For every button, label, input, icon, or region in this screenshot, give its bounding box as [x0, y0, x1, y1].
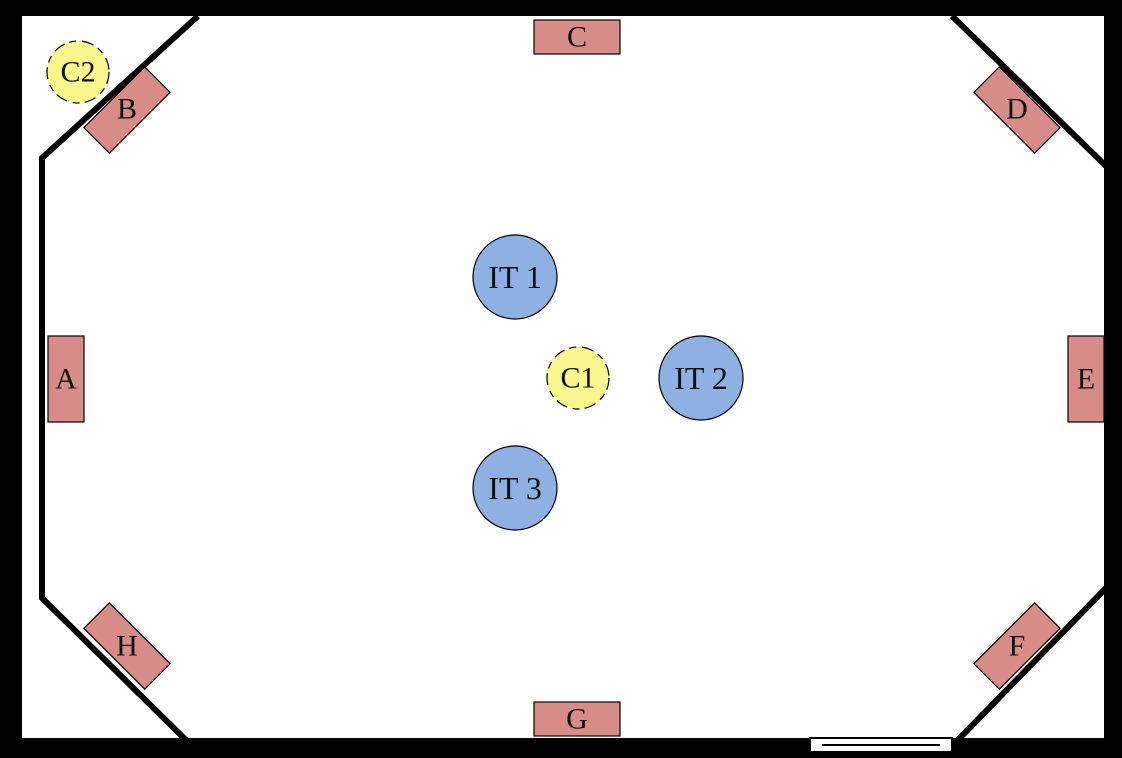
station-c-label: C: [567, 21, 587, 54]
door[interactable]: [809, 737, 953, 758]
station-d[interactable]: D: [973, 66, 1061, 154]
wall-bottom-right: [952, 738, 1122, 758]
wall-bottom-left: [0, 738, 810, 758]
station-e-label: E: [1077, 363, 1095, 396]
station-h[interactable]: H: [83, 602, 171, 690]
inner-wall-octagon-right-bottom: [951, 585, 1109, 747]
camera-c1-label: C1: [560, 362, 595, 395]
camera-c2-label: C2: [60, 56, 95, 89]
wall-left: [0, 0, 22, 758]
station-d-label: D: [1006, 93, 1028, 126]
table-it1-label: IT 1: [488, 259, 542, 295]
table-it2[interactable]: IT 2: [658, 335, 744, 421]
station-a[interactable]: A: [47, 335, 85, 423]
station-a-label: A: [55, 363, 77, 396]
station-g[interactable]: G: [533, 701, 621, 737]
station-c[interactable]: C: [533, 19, 621, 55]
table-it2-label: IT 2: [674, 360, 728, 396]
station-f-label: F: [1009, 630, 1026, 663]
table-it3-label: IT 3: [488, 470, 542, 506]
camera-c1[interactable]: C1: [546, 346, 610, 410]
wall-top: [0, 0, 1122, 16]
wall-right: [1104, 0, 1122, 758]
station-h-label: H: [116, 630, 138, 663]
table-it3[interactable]: IT 3: [472, 445, 558, 531]
station-f[interactable]: F: [973, 602, 1061, 690]
inner-wall-octagon-right-top: [949, 13, 1109, 169]
station-b-label: B: [117, 93, 137, 126]
station-g-label: G: [566, 703, 588, 736]
station-b[interactable]: B: [83, 66, 171, 154]
table-it1[interactable]: IT 1: [472, 234, 558, 320]
station-e[interactable]: E: [1067, 335, 1105, 423]
camera-c2[interactable]: C2: [46, 40, 110, 104]
inner-wall-octagon: [39, 13, 201, 747]
